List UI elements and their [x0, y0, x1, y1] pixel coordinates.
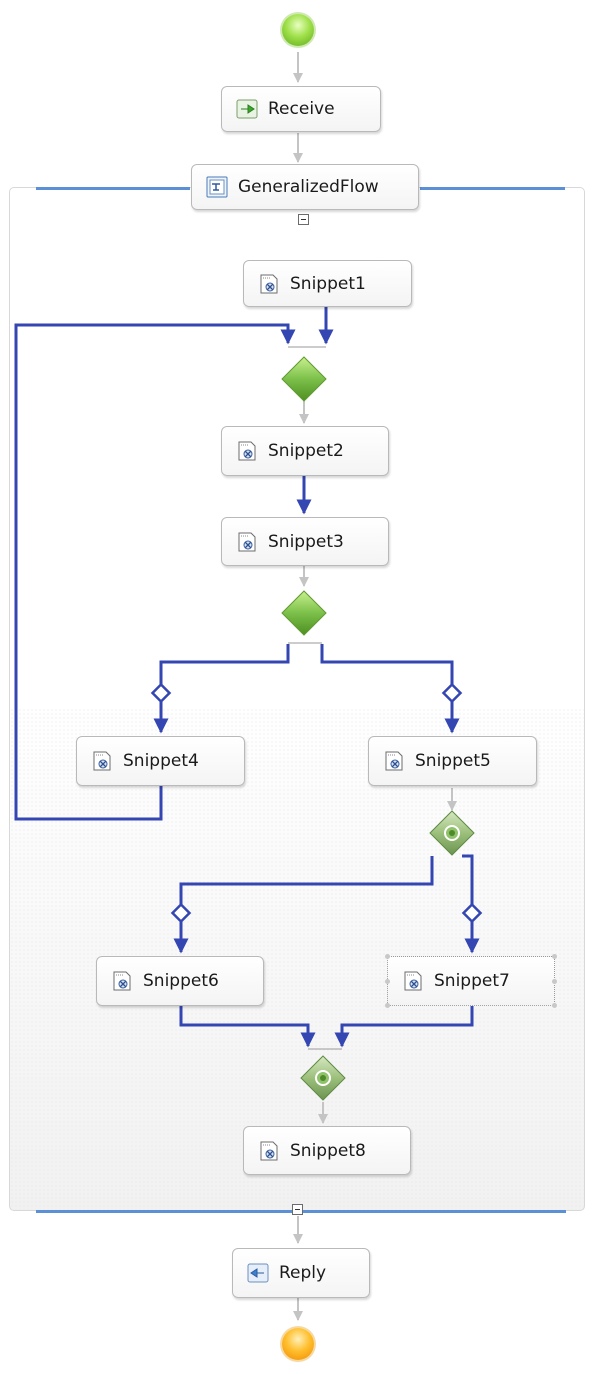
snippet3-label: Snippet3 [268, 531, 344, 552]
snippet2-label: Snippet2 [268, 441, 344, 461]
collapse-bottom-button[interactable] [292, 1204, 303, 1215]
snippet-icon [93, 751, 111, 771]
snippet3-activity[interactable]: Snippet3 [221, 517, 389, 566]
snippet2-activity[interactable]: Snippet2 [221, 426, 389, 476]
container-top-line-right [420, 187, 565, 190]
generalized-flow-icon [206, 176, 228, 198]
snippet8-label: Snippet8 [290, 1140, 366, 1161]
selection-handle[interactable] [385, 979, 390, 984]
generalized-flow-activity[interactable]: GeneralizedFlow [191, 164, 419, 210]
container-top-line-left [36, 187, 190, 190]
end-event[interactable] [282, 1328, 314, 1360]
link-snippet6-join[interactable] [179, 1006, 316, 1048]
fork-gateway-2[interactable] [429, 810, 475, 856]
snippet4-label: Snippet4 [123, 751, 199, 771]
snippet4-activity[interactable]: Snippet4 [76, 736, 245, 786]
snippet5-activity[interactable]: Snippet5 [368, 736, 537, 786]
snippet-icon [260, 274, 278, 293]
selection-handle[interactable] [385, 1003, 390, 1008]
snippet7-activity[interactable]: Snippet7 [385, 954, 557, 1008]
snippet8-activity[interactable]: Snippet8 [243, 1126, 411, 1175]
link-fork-snippet5[interactable] [320, 644, 460, 734]
selection-handle[interactable] [552, 954, 557, 959]
snippet-icon [385, 751, 403, 771]
snippet5-label: Snippet5 [415, 751, 491, 771]
collapse-top-button[interactable] [298, 214, 309, 225]
receive-label: Receive [268, 99, 335, 119]
receive-activity[interactable]: Receive [221, 86, 381, 132]
snippet-icon [238, 441, 256, 461]
link-snippet7-join[interactable] [334, 1006, 474, 1048]
snippet1-label: Snippet1 [290, 273, 366, 294]
reply-icon [247, 1263, 269, 1283]
snippet7-label: Snippet7 [434, 971, 510, 991]
reply-label: Reply [279, 1263, 327, 1283]
snippet6-activity[interactable]: Snippet6 [96, 956, 264, 1006]
receive-icon [236, 99, 258, 119]
snippet-icon [404, 971, 422, 991]
fork-gateway[interactable] [281, 590, 327, 636]
snippet1-activity[interactable]: Snippet1 [243, 260, 412, 307]
selection-handle[interactable] [552, 1003, 557, 1008]
link-snippet4-merge-loop[interactable] [14, 323, 296, 821]
snippet-icon [238, 532, 256, 551]
link-fork-snippet4[interactable] [153, 644, 290, 734]
snippet6-label: Snippet6 [143, 971, 219, 991]
selection-handle[interactable] [552, 979, 557, 984]
reply-activity[interactable]: Reply [232, 1248, 370, 1298]
snippet-icon [113, 971, 131, 991]
start-event[interactable] [282, 14, 314, 46]
selection-handle[interactable] [385, 954, 390, 959]
condition-marker-left[interactable] [150, 682, 172, 704]
generalized-flow-label: GeneralizedFlow [238, 177, 379, 197]
link-fork2-snippet7[interactable] [462, 854, 480, 954]
join-gateway[interactable] [300, 1055, 346, 1101]
condition-marker-right-2[interactable] [461, 902, 483, 924]
snippet-icon [260, 1141, 278, 1160]
merge-gateway[interactable] [281, 356, 327, 402]
condition-marker-left-2[interactable] [170, 902, 192, 924]
condition-marker-right[interactable] [441, 682, 463, 704]
link-fork2-snippet6[interactable] [173, 856, 434, 954]
